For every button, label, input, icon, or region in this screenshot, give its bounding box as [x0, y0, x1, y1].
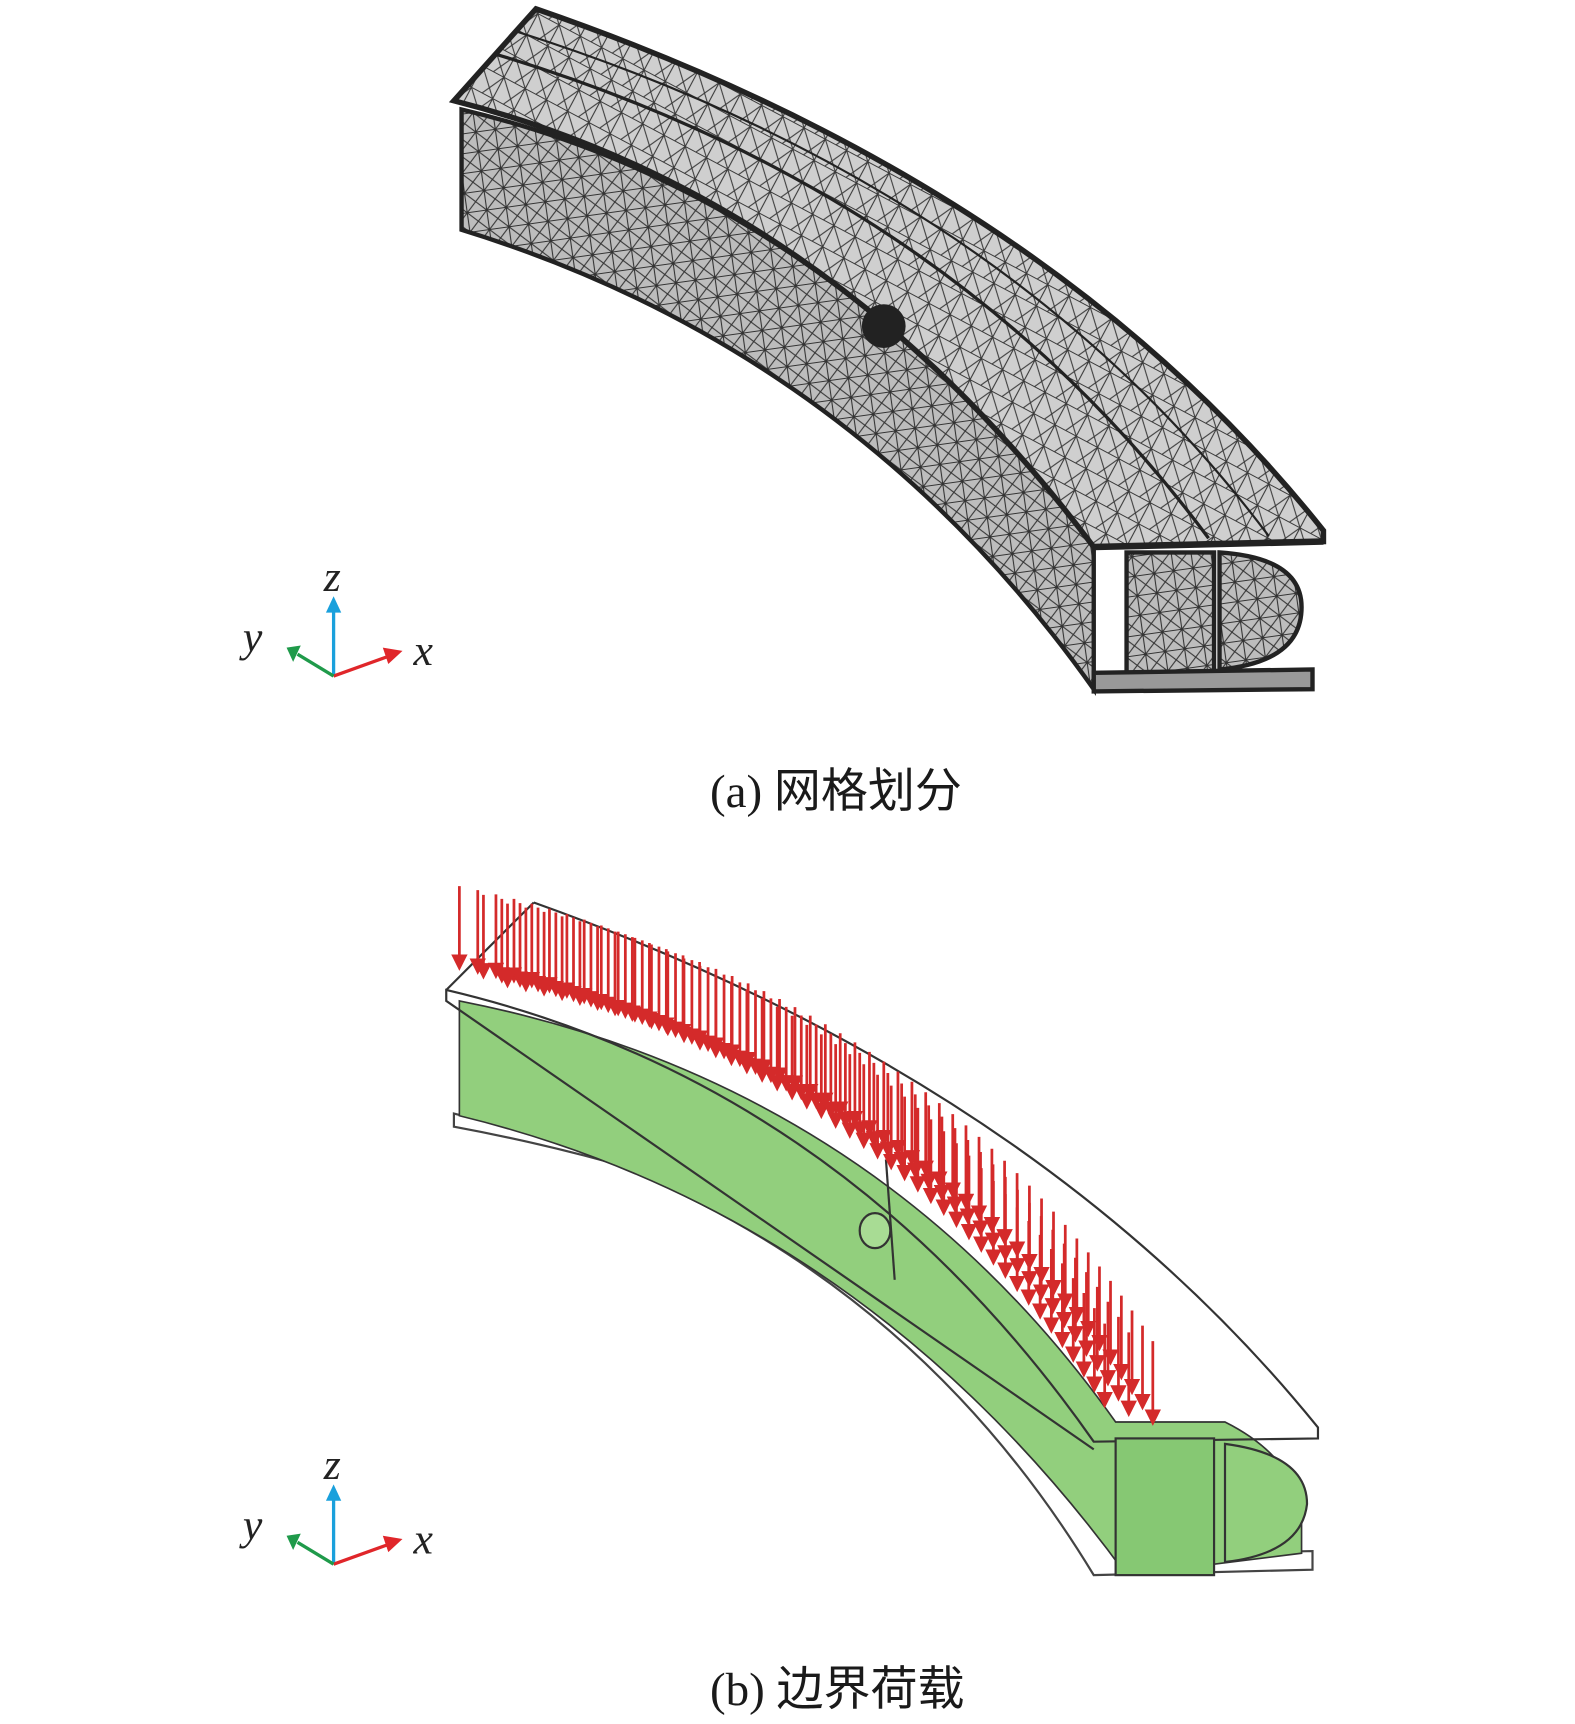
box-section — [1124, 550, 1217, 675]
axis-label-y: y — [239, 1501, 263, 1549]
axis-label-z: z — [323, 553, 341, 601]
axis-triad-a: z y x — [239, 553, 433, 678]
semicircle-section — [1217, 550, 1304, 672]
pin — [858, 1212, 892, 1250]
caption-a: (a) 网格划分 — [710, 766, 962, 818]
mesh-model — [448, 5, 1327, 697]
axis-label-y: y — [239, 613, 263, 661]
load-arrows — [451, 886, 1162, 1426]
axis-label-z: z — [323, 1441, 341, 1489]
axis-label-x: x — [412, 1515, 433, 1563]
caption-b: (b) 边界荷载 — [710, 1664, 965, 1716]
bolt-hole — [861, 304, 906, 348]
load-model — [445, 886, 1320, 1577]
axis-label-x: x — [412, 627, 433, 675]
axis-triad-b: z y x — [239, 1441, 433, 1566]
top-flange-outline — [445, 901, 1320, 1451]
top-flange-surface — [448, 5, 1327, 550]
